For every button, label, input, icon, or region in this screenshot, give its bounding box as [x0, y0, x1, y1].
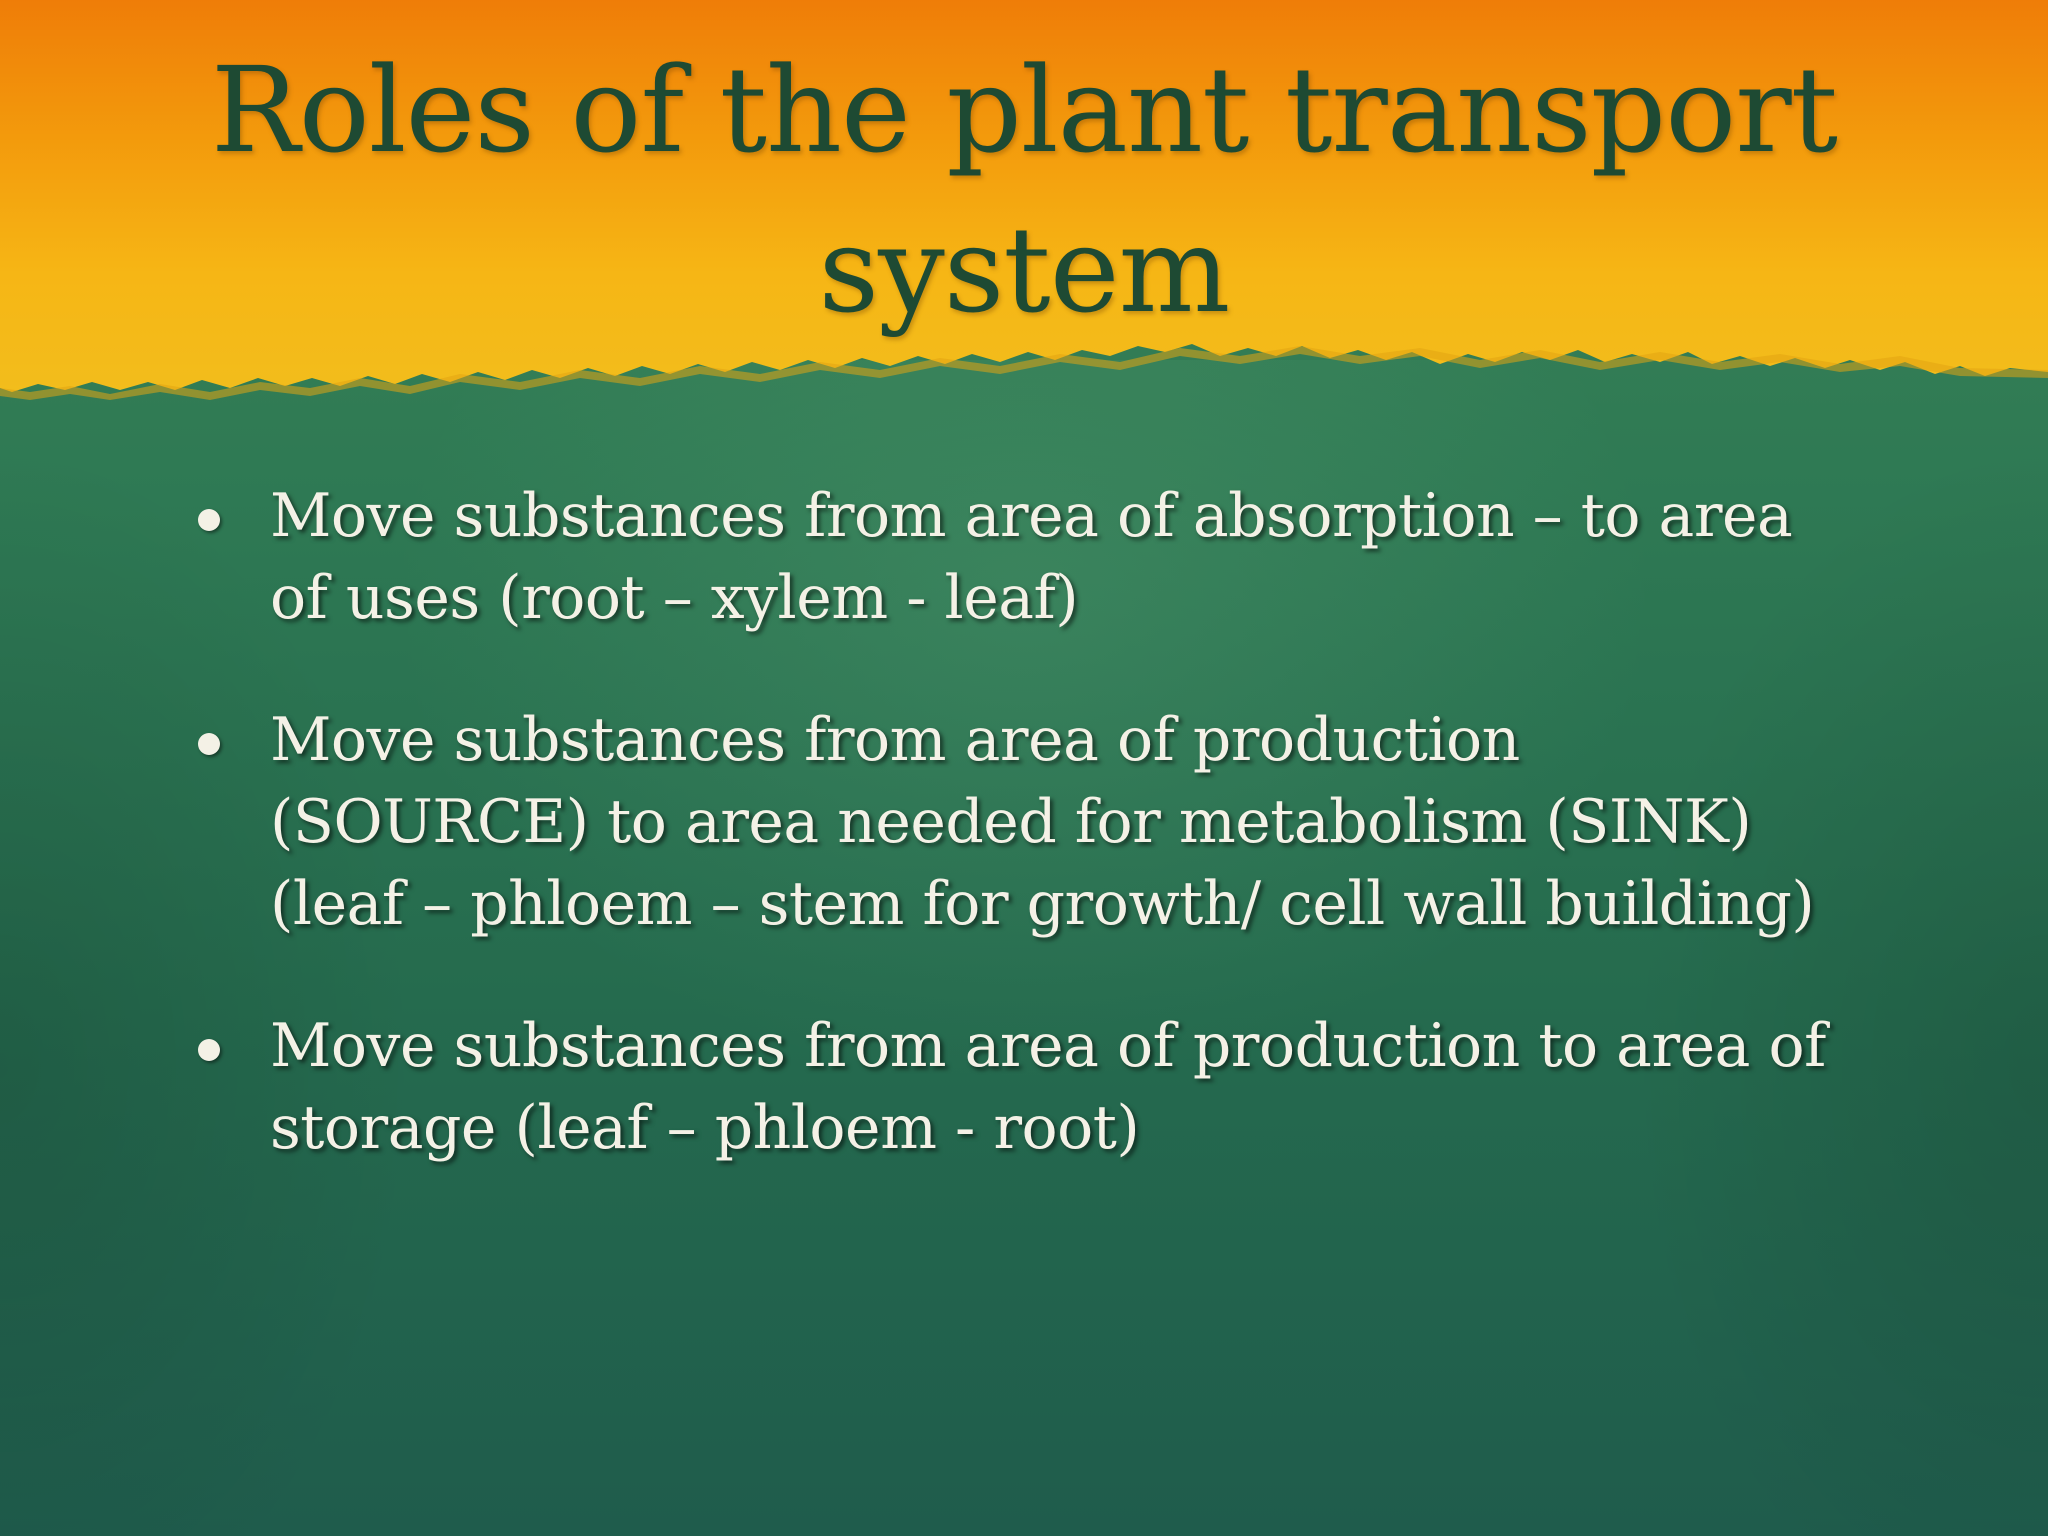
- background-vignette: [0, 360, 2048, 1536]
- bullet-dot-icon: [198, 1039, 220, 1061]
- slide-title: Roles of the plant transport system: [210, 41, 1838, 339]
- header-band: [0, 0, 2048, 400]
- bullet-dot-icon: [198, 509, 220, 531]
- bullet-item: Move substances from area of production …: [195, 1005, 1845, 1169]
- bullet-dot-icon: [198, 733, 220, 755]
- bullet-list: Move substances from area of absorption …: [195, 475, 1845, 1229]
- bullet-item: Move substances from area of production …: [195, 699, 1845, 945]
- bullet-text: Move substances from area of absorption …: [270, 481, 1793, 633]
- bullet-text: Move substances from area of production …: [270, 705, 1815, 939]
- bullet-text: Move substances from area of production …: [270, 1011, 1826, 1163]
- bullet-item: Move substances from area of absorption …: [195, 475, 1845, 639]
